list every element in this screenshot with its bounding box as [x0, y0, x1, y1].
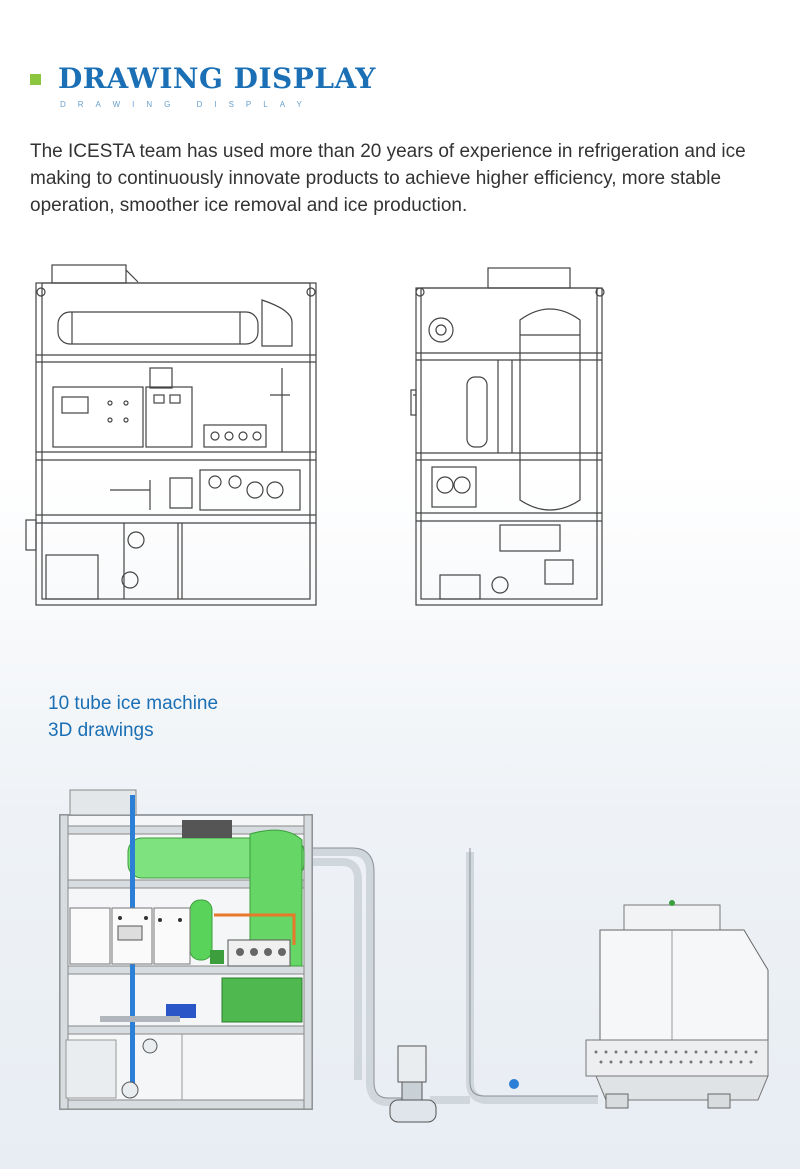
machine-side-view [410, 267, 605, 606]
machine-front-view [25, 264, 317, 606]
bullet-square-icon [30, 74, 41, 85]
tower-mesh [594, 1050, 758, 1064]
intro-paragraph: The ICESTA team has used more than 20 ye… [30, 141, 746, 216]
caption-line-2: 3D drawings [48, 720, 154, 741]
caption-line-1: 10 tube ice machine [48, 693, 219, 714]
cooling-tower [585, 900, 769, 1109]
water-pump [389, 1045, 437, 1123]
valve-icon [509, 1079, 519, 1089]
section-subtitle: DRAWING DISPLAY [60, 100, 314, 109]
section-title: DRAWING DISPLAY [58, 62, 376, 95]
drawing-caption: 10 tube ice machine 3D drawings [48, 690, 218, 744]
machine-3d-assembly [59, 789, 769, 1123]
connecting-pipes [312, 848, 598, 1106]
